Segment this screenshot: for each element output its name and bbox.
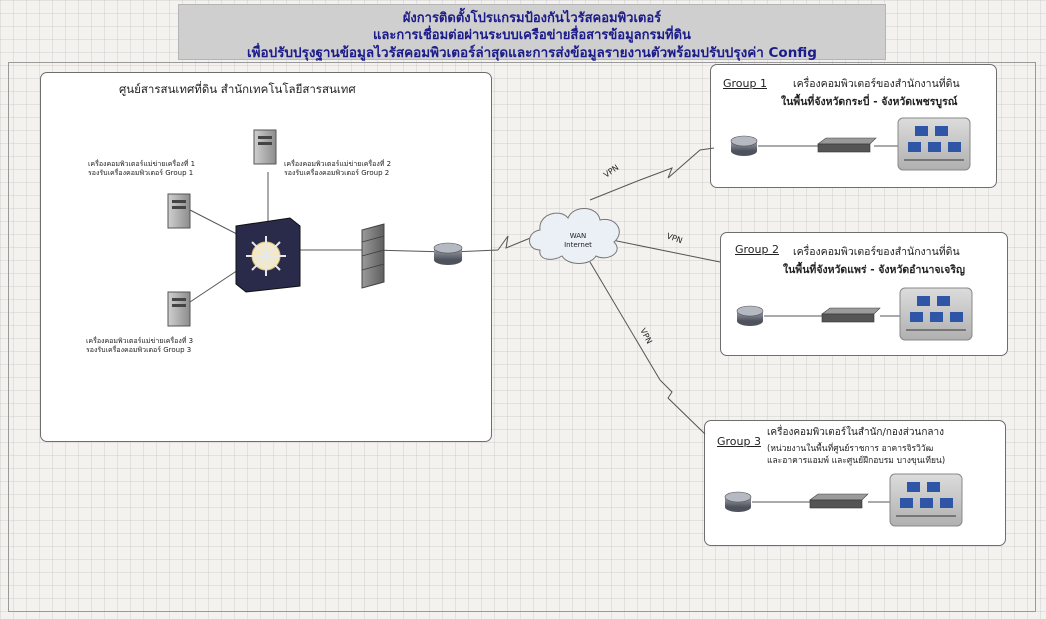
group-2-line-2: ในพื้นที่จังหวัดแพร่ - จังหวัดอำนาจเจริญ [783, 264, 965, 276]
server-3-caption-line-1: เครื่องคอมพิวเตอร์แม่ข่ายเครื่องที่ 3 [86, 337, 194, 345]
group-1-router-icon [730, 135, 758, 156]
group-3-line-2: (หน่วยงานในพื้นที่ศูนย์ราชการ อาคารจิรวิ… [767, 444, 934, 454]
server-1-icon [167, 193, 191, 229]
core-router-icon [433, 242, 463, 265]
group-1-line-1: เครื่องคอมพิวเตอร์ของสำนักงานที่ดิน [793, 78, 960, 90]
group-2-label: Group 2 [735, 243, 779, 256]
server-1-caption-line-2: รองรับเครื่องคอมพิวเตอร์ Group 1 [88, 169, 194, 177]
group-3-label: Group 3 [717, 435, 761, 448]
group-1-lan-icon [897, 117, 971, 171]
title-line-3: เพื่อปรับปรุงฐานข้อมูลไวรัสคอมพิวเตอร์ล่… [247, 45, 817, 61]
title-line-1: ผังการติดตั้งโปรแกรมป้องกันไวรัสคอมพิวเต… [402, 11, 662, 26]
group-1-line-2: ในพื้นที่จังหวัดกระบี่ - จังหวัดเพชรบูรณ… [781, 96, 958, 108]
server-1-caption: เครื่องคอมพิวเตอร์แม่ข่ายเครื่องที่ 1 รอ… [88, 160, 195, 178]
outer-frame [8, 62, 1036, 612]
group-2-switch-icon [821, 307, 881, 323]
wan-cloud-icon [529, 208, 620, 264]
group-2-router-icon [736, 305, 764, 326]
cloud-label-line-2: Internet [564, 241, 592, 249]
vpn-label-1: VPN [602, 163, 621, 180]
vpn-label-3: VPN [638, 327, 654, 346]
title-box: ผังการติดตั้งโปรแกรมป้องกันไวรัสคอมพิวเต… [178, 4, 886, 61]
server-2-caption-line-1: เครื่องคอมพิวเตอร์แม่ข่ายเครื่องที่ 2 [284, 160, 392, 168]
group-3-switch-icon [809, 493, 869, 509]
firewall-icon [361, 223, 385, 289]
group-3-router-icon [724, 491, 752, 512]
core-switch-icon [235, 217, 301, 293]
vpn-label-2: VPN [665, 231, 683, 245]
server-2-caption-line-2: รองรับเครื่องคอมพิวเตอร์ Group 2 [284, 169, 390, 177]
group-3-line-3: และอาคารแอมพ์ และศูนย์ฝึกอบรม บางขุนเทีย… [767, 456, 946, 466]
group-1-switch-icon [817, 137, 877, 153]
group-2-lan-icon [899, 287, 973, 341]
group-1-label: Group 1 [723, 77, 767, 90]
server-3-caption: เครื่องคอมพิวเตอร์แม่ข่ายเครื่องที่ 3 รอ… [86, 337, 193, 355]
connection-lines [189, 145, 900, 503]
server-3-icon [167, 291, 191, 327]
server-2-caption: เครื่องคอมพิวเตอร์แม่ข่ายเครื่องที่ 2 รอ… [284, 160, 391, 178]
server-2-icon [253, 129, 277, 165]
title-line-2: และการเชื่อมต่อผ่านระบบเครือข่ายสื่อสารข… [373, 28, 691, 43]
server-1-caption-line-1: เครื่องคอมพิวเตอร์แม่ข่ายเครื่องที่ 1 [88, 160, 196, 168]
data-center-title: ศูนย์สารสนเทศที่ดิน สำนักเทคโนโลยีสารสนเ… [119, 82, 356, 96]
group-3-line-1: เครื่องคอมพิวเตอร์ในสำนัก/กองส่วนกลาง [767, 427, 945, 438]
server-3-caption-line-2: รองรับเครื่องคอมพิวเตอร์ Group 3 [86, 346, 192, 354]
group-2-line-1: เครื่องคอมพิวเตอร์ของสำนักงานที่ดิน [793, 246, 960, 258]
group-3-lan-icon [889, 473, 963, 527]
cloud-label-line-1: WAN [570, 232, 587, 240]
